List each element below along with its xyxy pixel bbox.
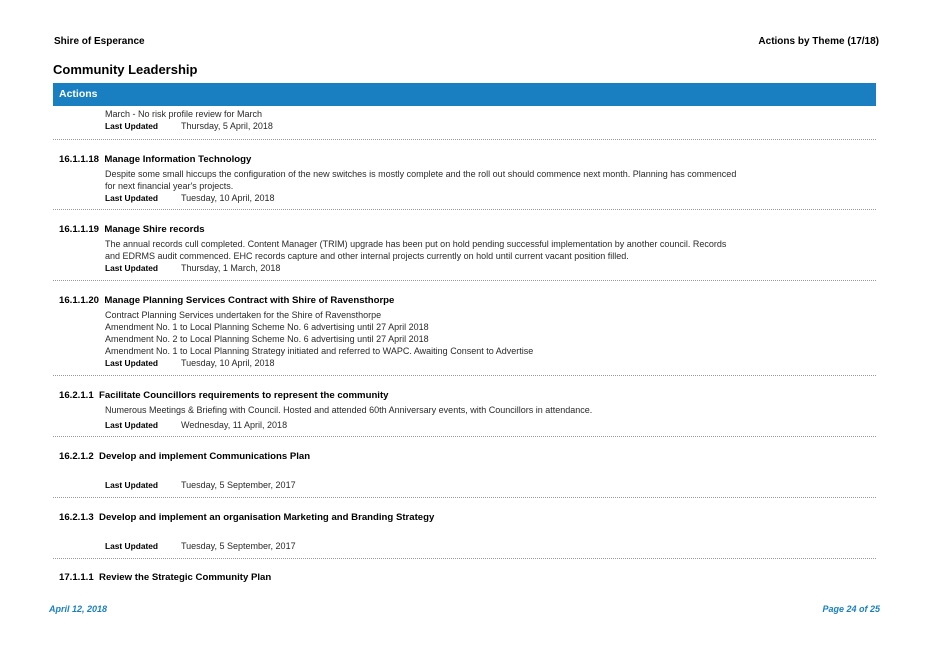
action-title: 16.1.1.19 Manage Shire records	[59, 224, 205, 235]
action-title: 16.2.1.2 Develop and implement Communica…	[59, 451, 311, 462]
continued-comment: March - No risk profile review for March	[105, 109, 263, 119]
theme-title: Community Leadership	[53, 62, 198, 77]
continued-item: March - No risk profile review for March…	[53, 106, 876, 140]
page-number: Page 24 of 25	[822, 604, 880, 614]
actions-label: Actions	[59, 88, 98, 100]
action-title: 16.2.1.1 Facilitate Councillors requirem…	[59, 390, 389, 401]
action-title: 16.1.1.18 Manage Information Technology	[59, 154, 252, 165]
actions-header-bar: Actions	[53, 83, 876, 106]
action-comment: The annual records cull completed. Conte…	[105, 239, 727, 261]
report-title: Actions by Theme (17/18)	[758, 36, 879, 47]
action-comment: Despite some small hiccups the configura…	[105, 169, 737, 191]
action-item: 16.2.1.2 Develop and implement Communica…	[53, 437, 876, 498]
action-comment: Numerous Meetings & Briefing with Counci…	[105, 405, 593, 415]
action-title: 16.2.1.3 Develop and implement an organi…	[59, 512, 435, 523]
action-item: 16.1.1.19 Manage Shire records The annua…	[53, 210, 876, 281]
action-item: 16.2.1.3 Develop and implement an organi…	[53, 498, 876, 559]
organisation-name: Shire of Esperance	[54, 36, 145, 47]
action-comment: Contract Planning Services undertaken fo…	[105, 310, 534, 356]
action-title: 17.1.1.1 Review the Strategic Community …	[59, 572, 272, 583]
action-item: 16.1.1.18 Manage Information Technology …	[53, 140, 876, 210]
action-item: 17.1.1.1 Review the Strategic Community …	[53, 559, 876, 583]
actions-list: March - No risk profile review for March…	[53, 106, 876, 583]
action-item: 16.1.1.20 Manage Planning Services Contr…	[53, 281, 876, 376]
action-title: 16.1.1.20 Manage Planning Services Contr…	[59, 295, 395, 306]
footer-date: April 12, 2018	[49, 604, 108, 614]
action-item: 16.2.1.1 Facilitate Councillors requirem…	[53, 376, 876, 437]
